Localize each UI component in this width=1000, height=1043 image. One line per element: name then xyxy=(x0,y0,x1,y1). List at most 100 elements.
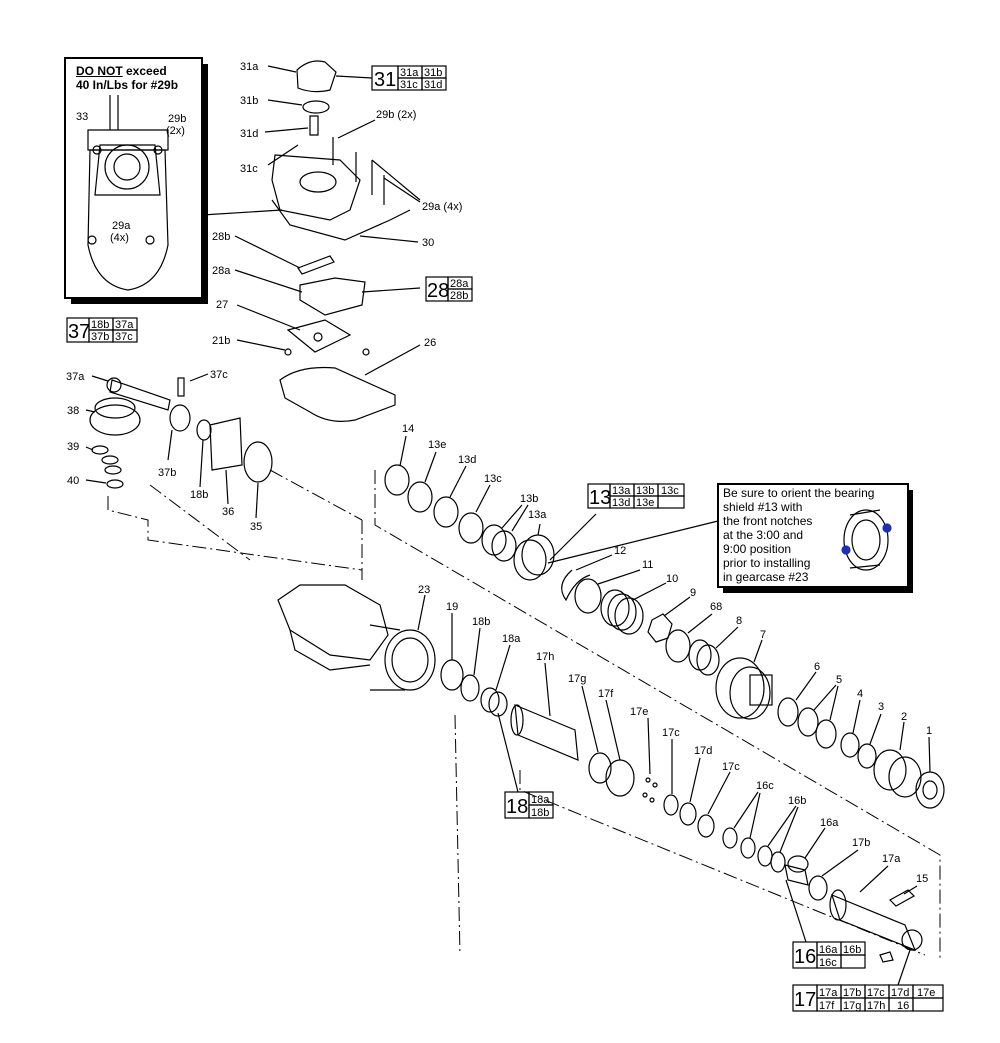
kit-17-sub-g: 17g xyxy=(843,1000,861,1012)
torque-warning-exceed: exceed xyxy=(122,64,167,78)
label-36: 36 xyxy=(222,506,234,518)
label-31c: 31c xyxy=(240,163,258,175)
kit-13-sub-d: 13d xyxy=(612,497,630,509)
part-30-housing-cover xyxy=(271,154,419,243)
label-inset-2x: (2x) xyxy=(166,125,185,137)
part-16c-ring-a xyxy=(722,827,738,849)
kit-17-number: 17 xyxy=(794,989,816,1011)
label-2: 2 xyxy=(901,711,907,723)
kit-16-number: 16 xyxy=(794,946,816,968)
kit-13-number: 13 xyxy=(589,487,611,509)
kit-37-box xyxy=(66,317,138,343)
part-38-gear xyxy=(85,397,141,436)
label-18b-2: 18b xyxy=(472,616,490,628)
kit-17-sub-a: 17a xyxy=(819,987,838,999)
bearing-note-line: prior to installing xyxy=(723,556,811,570)
label-17h: 17h xyxy=(536,651,554,663)
label-26: 26 xyxy=(424,337,436,349)
label-17g: 17g xyxy=(568,673,586,685)
kit-box-labels: 31 31a 31b 31c 31d 28 28a 28b 37 18b 37a… xyxy=(68,67,935,1012)
callout-labels: 31a 31b 31d 31c 29b (2x) 29a (4x) 30 28b… xyxy=(66,61,932,885)
kit-16-sub-c: 16c xyxy=(819,957,837,969)
label-inset-4x: (4x) xyxy=(110,232,129,244)
label-16c: 16c xyxy=(756,780,774,792)
kit-17-sub-16: 16 xyxy=(897,1000,909,1012)
kit-13-sub-a: 13a xyxy=(612,485,631,497)
part-31a-cap xyxy=(267,60,337,93)
part-16a-shaft xyxy=(784,827,826,943)
part-17b-ring xyxy=(808,875,828,901)
kit-17-box xyxy=(792,984,944,1012)
part-13b-ring-b xyxy=(491,530,517,562)
kit-37-sub-4: 37c xyxy=(115,331,133,343)
label-17a: 17a xyxy=(882,853,901,865)
kit-18-box xyxy=(504,791,554,819)
bearing-note-line: at the 3:00 and xyxy=(723,528,804,542)
label-68: 68 xyxy=(710,601,722,613)
part-26-gasket xyxy=(279,344,421,422)
part-17a-spindle xyxy=(829,865,923,986)
label-31a: 31a xyxy=(240,61,259,73)
kit-13-sub-e: 13e xyxy=(636,497,654,509)
inset-bearing-box xyxy=(717,483,909,588)
kit-13-sub-b: 13b xyxy=(636,485,654,497)
part-37a-rod xyxy=(91,375,171,411)
screw-21b-2 xyxy=(362,348,370,356)
part-17g-ring xyxy=(588,752,612,784)
kit-37-sub-3: 37b xyxy=(91,331,109,343)
label-40: 40 xyxy=(67,475,79,487)
label-37b: 37b xyxy=(158,467,176,479)
label-10: 10 xyxy=(666,573,678,585)
screws-29 xyxy=(332,119,421,205)
part-5-ring-b xyxy=(815,719,837,749)
label-inset-29b: 29b xyxy=(168,113,186,125)
label-9: 9 xyxy=(690,587,696,599)
bearing-note-line: in gearcase #23 xyxy=(723,570,809,584)
part-6-ring xyxy=(777,697,799,727)
label-13e: 13e xyxy=(428,439,446,451)
label-inset-29a: 29a xyxy=(112,220,131,232)
label-23: 23 xyxy=(418,584,430,596)
kit-31-number: 31 xyxy=(374,69,396,91)
part-13b-ring-a xyxy=(481,524,507,556)
label-29a-4x: 29a (4x) xyxy=(422,201,462,213)
label-18b: 18b xyxy=(190,489,208,501)
kit-28-sub-b: 28b xyxy=(450,290,468,302)
kit-37-number: 37 xyxy=(68,321,90,343)
kit-17-sub-b: 17b xyxy=(843,987,861,999)
label-39: 39 xyxy=(67,441,79,453)
label-28b: 28b xyxy=(212,231,230,243)
part-4-ring xyxy=(840,732,860,758)
part-8-rings xyxy=(688,626,739,676)
part-17f-ring xyxy=(605,759,635,797)
part-31b-oring xyxy=(302,100,330,114)
label-5: 5 xyxy=(836,674,842,686)
kit-31-sub-d: 31d xyxy=(424,79,442,91)
notch-marker-9oclock xyxy=(841,545,851,555)
label-29b-2x: 29b (2x) xyxy=(376,109,416,121)
part-27-plate xyxy=(236,304,352,353)
part-35-gear xyxy=(243,441,273,483)
part-17e-balls xyxy=(642,717,658,803)
label-35: 35 xyxy=(250,521,262,533)
part-10-spring xyxy=(600,582,667,635)
label-16a: 16a xyxy=(820,817,839,829)
part-37b-bearing xyxy=(169,404,191,432)
label-14: 14 xyxy=(402,423,414,435)
label-37a: 37a xyxy=(66,371,85,383)
kit-31-sub-c: 31c xyxy=(400,79,418,91)
part-9-nut xyxy=(647,613,673,643)
torque-warning-line2: 40 In/Lbs for #29b xyxy=(76,78,179,92)
label-13c: 13c xyxy=(484,473,502,485)
label-4: 4 xyxy=(857,688,863,700)
part-16b-ring-b xyxy=(770,851,786,873)
label-17b: 17b xyxy=(852,837,870,849)
part-23-gearcase xyxy=(277,584,436,691)
part-12-clip xyxy=(561,569,591,602)
part-1-bearing xyxy=(915,736,945,809)
kit-13-box xyxy=(587,483,685,509)
kit-18-number: 18 xyxy=(506,796,528,818)
label-17d: 17d xyxy=(694,745,712,757)
notch-marker-3oclock xyxy=(882,523,892,533)
